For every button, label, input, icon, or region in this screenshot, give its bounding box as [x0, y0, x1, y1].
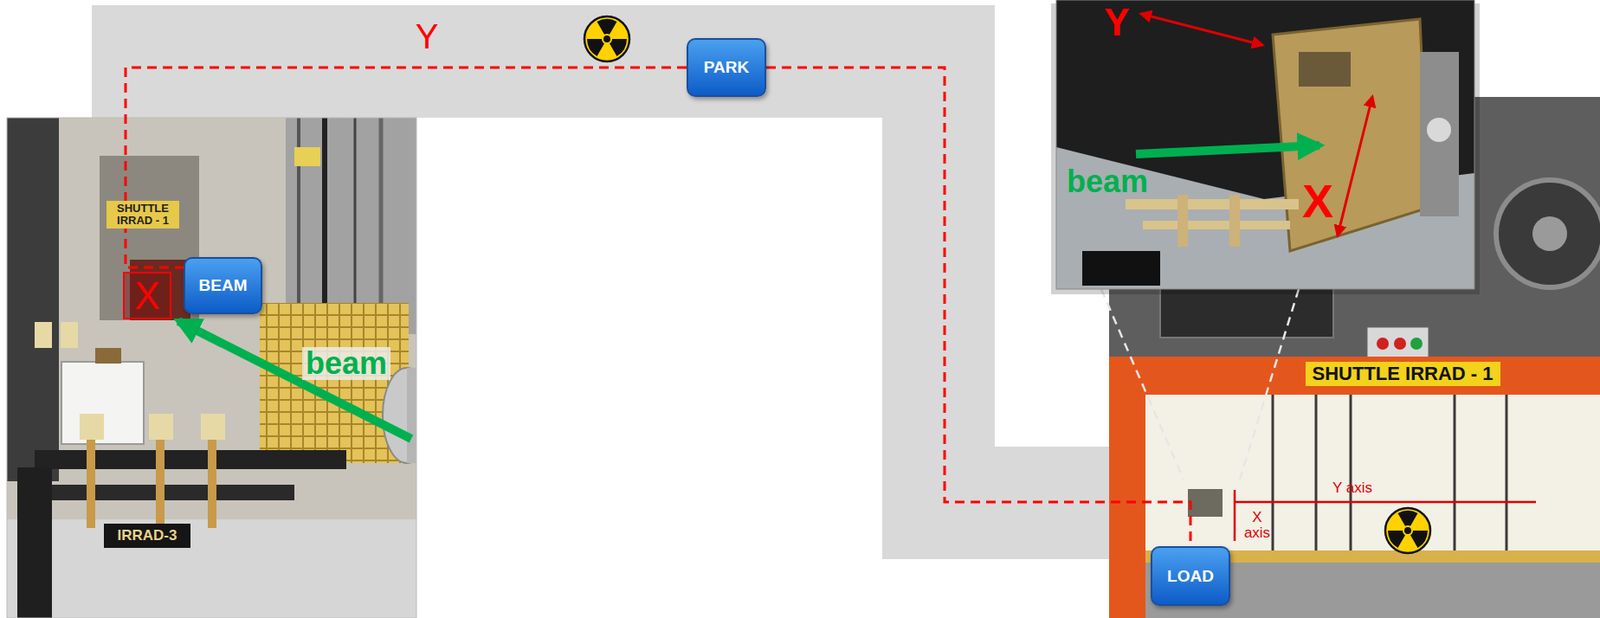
axis-letter: Y [415, 18, 439, 55]
beam-area-photo [6, 117, 417, 618]
station-sign: SHUTTLE IRRAD - 1 [106, 200, 180, 228]
x-axis-line [1233, 490, 1237, 542]
axis-label: Y axis [1332, 480, 1373, 497]
position-button: PARK [686, 38, 767, 97]
station-sign: IRRAD-3 [113, 527, 182, 545]
beam-label: beam [302, 347, 391, 381]
zoom-line [1239, 289, 1299, 480]
axis-letter: X [134, 276, 160, 317]
radiation-symbol [584, 16, 630, 62]
radiation-symbol [1385, 508, 1431, 554]
position-button: BEAM [183, 257, 263, 315]
axis-letter: X [1302, 176, 1334, 226]
button-label: LOAD [1167, 567, 1214, 587]
beam-arrow [178, 321, 412, 439]
travel-path [125, 67, 687, 268]
y-travel-arrow [1141, 13, 1263, 46]
axis-letter: Y [1103, 2, 1130, 43]
button-label: PARK [703, 58, 749, 78]
holder-closeup-photo [1056, 0, 1475, 290]
x-travel-arrow [1337, 96, 1373, 236]
button-label: BEAM [199, 276, 248, 296]
station-sign: SHUTTLE IRRAD - 1 [1305, 361, 1501, 386]
beam-label: beam [1066, 165, 1149, 199]
position-button: LOAD [1150, 546, 1231, 607]
axis-label: X axis [1239, 509, 1275, 542]
travel-path [766, 67, 1191, 547]
beam-arrow [1135, 145, 1320, 155]
zoom-line [1101, 289, 1184, 480]
y-axis-line [1234, 501, 1536, 504]
